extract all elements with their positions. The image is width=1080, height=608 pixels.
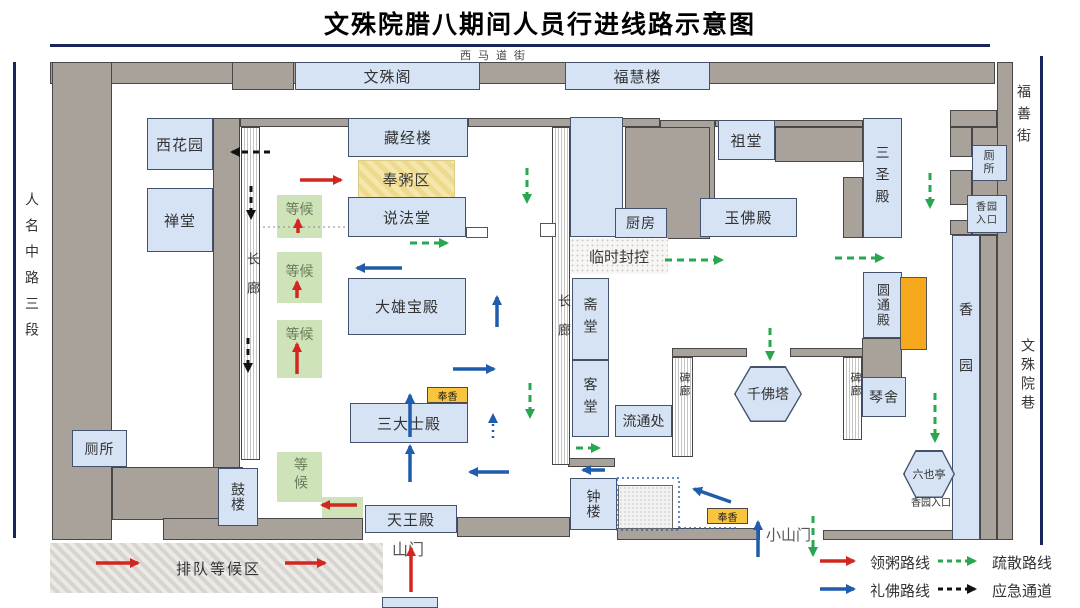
building-fuhuilou: 福慧楼 xyxy=(565,62,710,90)
wall-zutang-east xyxy=(775,127,863,162)
building-zutang: 祖堂 xyxy=(718,120,775,160)
wall-bottom xyxy=(457,517,570,537)
building-qinshe: 琴舍 xyxy=(862,377,906,417)
wall-left xyxy=(52,62,112,540)
corridor-label: 长廊 xyxy=(245,252,260,310)
waiting-box-1: 等候 xyxy=(277,195,322,238)
wall-right-connector xyxy=(950,110,997,127)
wall-stub xyxy=(790,348,865,357)
legend-porridge-route: 领粥路线 xyxy=(870,555,931,572)
incense-box-1: 奉香 xyxy=(427,387,468,403)
building-wenshuge: 文殊阁 xyxy=(295,62,480,90)
temporary-closure-zone: 临时封控 xyxy=(570,238,668,274)
street-right-bottom: 文殊院巷 xyxy=(1020,338,1036,414)
queue-waiting-zone: 排队等候区 xyxy=(50,543,383,593)
legend-evacuation-route: 疏散路线 xyxy=(992,555,1053,572)
wall-right-outer xyxy=(997,62,1013,540)
street-right-top: 福善街 xyxy=(1016,84,1032,150)
building-tianwangdian: 天王殿 xyxy=(365,505,457,533)
shuofatang-side-tab xyxy=(466,227,488,238)
building-xihuayuan: 西花园 xyxy=(147,118,213,170)
wall-xiangyuan-east xyxy=(980,235,997,540)
building-cangjinglou: 藏经楼 xyxy=(348,118,468,157)
wall-bottom xyxy=(617,528,760,540)
waiting-box-3: 等候 xyxy=(277,320,322,378)
wall-bottom xyxy=(823,530,953,540)
building-gulou: 鼓楼 xyxy=(218,468,258,526)
orange-block xyxy=(900,277,927,350)
building-ketang: 客堂 xyxy=(572,360,609,437)
building-liuyeting: 六也亭 xyxy=(903,450,955,498)
worship-route-arrow xyxy=(692,486,732,504)
wall-right-strip xyxy=(950,170,972,205)
building-chantang: 禅堂 xyxy=(147,188,213,252)
corridor-label: 长廊 xyxy=(556,294,571,352)
wall-bottom-left-low xyxy=(163,518,363,540)
street-left: 人名中路三段 xyxy=(24,192,40,348)
building-shuofatang: 说法堂 xyxy=(348,197,466,237)
street-top: 西马道街 xyxy=(460,50,532,62)
corridor-notch xyxy=(540,223,556,237)
corridor-beilang-east xyxy=(843,357,862,440)
left-street-line xyxy=(13,62,16,538)
building-zhonglou: 钟楼 xyxy=(570,478,617,530)
building-toilet-west: 厕所 xyxy=(72,430,127,467)
legend-emergency-channel: 应急通道 xyxy=(992,583,1053,600)
porridge-serving-zone: 奉粥区 xyxy=(358,160,455,198)
building-partial-bottom xyxy=(382,597,438,608)
wall-sansheng-west xyxy=(843,177,863,238)
gate-xiangyuan-entrance-label: 香园入口 xyxy=(911,498,951,509)
building-liutongchu: 流通处 xyxy=(615,405,672,437)
building-chufang: 厨房 xyxy=(615,208,667,238)
wall-yuantong-south xyxy=(862,338,902,378)
wall-top xyxy=(50,62,995,84)
building-yufodian: 玉佛殿 xyxy=(700,198,797,237)
building-toilet-east: 厕所 xyxy=(972,145,1007,181)
corridor-beilang-west xyxy=(672,357,693,457)
wall-inner-left-column xyxy=(213,118,240,468)
building-sandashidian: 三大士殿 xyxy=(350,403,468,443)
building-qianfota: 千佛塔 xyxy=(734,366,802,422)
building-zhaitang: 斋堂 xyxy=(572,278,609,360)
legend-worship-route: 礼佛路线 xyxy=(870,583,931,600)
waiting-box-2: 等候 xyxy=(277,252,322,303)
building-daxiongbaodian: 大雄宝殿 xyxy=(348,278,466,335)
waiting-box-4-extension xyxy=(322,497,363,518)
wall-top-block xyxy=(232,62,294,90)
wall-inner-row xyxy=(468,118,660,127)
building-xiangyuan-entrance: 香园入口 xyxy=(967,195,1007,233)
corridor-changlang-mid xyxy=(552,127,570,465)
wall-mid-bar xyxy=(568,458,615,467)
incense-box-2: 奉香 xyxy=(707,508,748,524)
wall-right-strip xyxy=(950,127,972,157)
building-xiangyuan-strip: 香园 xyxy=(952,235,980,540)
bell-tower-annex xyxy=(618,485,673,529)
wall-inner-row xyxy=(715,120,863,127)
top-street-line xyxy=(50,44,990,47)
gate-shanmen: 山门 xyxy=(392,542,425,559)
wall-stub xyxy=(672,348,747,357)
building-unlabeled xyxy=(570,117,623,237)
corridor-label: 碑廊 xyxy=(678,372,690,398)
corridor-label: 碑廊 xyxy=(849,372,861,398)
right-street-line xyxy=(1040,56,1043,545)
page-title: 文殊院腊八期间人员行进线路示意图 xyxy=(323,11,756,39)
building-sanshengdian: 三圣殿 xyxy=(863,118,902,238)
waiting-box-4: 等候 xyxy=(277,452,322,502)
gate-xiaoshanmen: 小山门 xyxy=(766,527,812,544)
building-yuantongdian: 圆通殿 xyxy=(863,272,902,338)
